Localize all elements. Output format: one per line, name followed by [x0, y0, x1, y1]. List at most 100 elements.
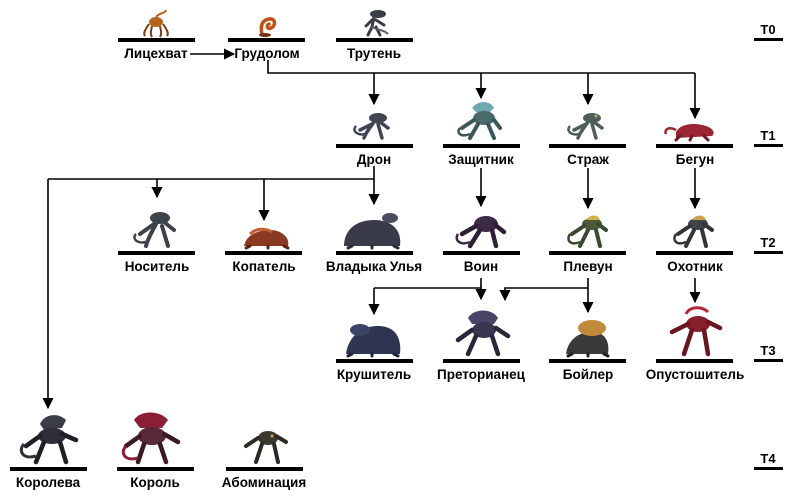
tier-underline [754, 144, 783, 147]
platform-bar [10, 467, 87, 471]
node-label: Воин [464, 259, 498, 274]
platform-bar [226, 467, 303, 471]
tier-t2: T2 [754, 235, 783, 254]
node-label: Преторианец [437, 367, 526, 382]
node-label: Бойлер [563, 367, 613, 382]
praetorian-icon [455, 310, 511, 357]
platform-bar [549, 144, 626, 148]
node-label: Опустошитель [646, 367, 745, 382]
node-label: Абоминация [222, 475, 306, 490]
platform-bar [656, 144, 733, 148]
node-chestburster[interactable]: Грудолом [228, 17, 305, 61]
node-lurker[interactable]: Охотник [656, 215, 733, 275]
tier-label: T0 [760, 22, 775, 37]
node-spitter[interactable]: Плевун [549, 215, 626, 275]
node-label: Дрон [357, 152, 391, 167]
node-defender[interactable]: Защитник [443, 102, 520, 167]
node-label: Трутень [347, 46, 401, 61]
node-abomination[interactable]: Абоминация [222, 431, 306, 490]
platform-bar [656, 251, 733, 255]
node-drone[interactable]: Дрон [336, 113, 413, 167]
nodes: Лицехват Грудолом Трутень [10, 9, 745, 491]
node-king[interactable]: Король [117, 412, 194, 491]
tier-t4: T4 [754, 451, 783, 470]
node-label: Страж [567, 152, 609, 167]
node-ravager[interactable]: Опустошитель [646, 306, 745, 382]
tier-label: T1 [760, 128, 775, 143]
ravager-icon [669, 306, 723, 357]
tier-label: T4 [760, 451, 776, 466]
node-label: Владыка Улья [326, 259, 422, 274]
platform-bar [225, 251, 302, 255]
lurker-icon [673, 215, 714, 248]
edge-drone-bus [48, 166, 375, 180]
tier-underline [754, 359, 783, 362]
node-boiler[interactable]: Бойлер [549, 320, 626, 382]
node-label: Защитник [448, 152, 514, 167]
platform-bar [336, 144, 413, 148]
platform-bar [443, 251, 520, 255]
drone-icon [353, 113, 390, 140]
node-queen[interactable]: Королева [10, 415, 87, 490]
facehugger-icon [143, 9, 169, 38]
node-burrower[interactable]: Копатель [225, 227, 302, 274]
tier-label: T2 [760, 235, 775, 250]
runner-icon [664, 124, 714, 142]
warrior-icon [455, 216, 507, 249]
node-label: Копатель [232, 259, 295, 274]
node-label: Охотник [667, 259, 723, 274]
node-hivelord[interactable]: Владыка Улья [326, 213, 422, 274]
node-runner[interactable]: Бегун [656, 124, 733, 167]
carrier-icon [133, 212, 176, 248]
node-sentinel[interactable]: Страж [549, 113, 626, 167]
node-label: Бегун [676, 152, 715, 167]
queen-icon [19, 415, 79, 465]
tier-label: T3 [760, 343, 775, 358]
node-facehugger[interactable]: Лицехват [118, 9, 195, 61]
abomination-icon [244, 431, 288, 464]
node-carrier[interactable]: Носитель [118, 212, 195, 274]
platform-bar [336, 38, 413, 42]
node-label: Королева [16, 475, 81, 490]
tier-t1: T1 [754, 128, 783, 147]
crusher-icon [346, 324, 401, 358]
tier-underline [754, 38, 783, 41]
platform-bar [549, 251, 626, 255]
node-label: Лицехват [124, 46, 188, 61]
burrower-icon [244, 227, 290, 250]
tier-underline [754, 467, 783, 470]
node-label: Носитель [125, 259, 190, 274]
spitter-icon [567, 215, 608, 248]
platform-bar [443, 359, 520, 363]
chestburster-icon [259, 17, 277, 37]
tier-t3: T3 [754, 343, 783, 362]
node-label: Плевун [563, 259, 612, 274]
hivelord-icon [344, 213, 401, 250]
boiler-icon [566, 320, 610, 358]
platform-bar [228, 38, 305, 42]
node-warrior[interactable]: Воин [443, 216, 520, 274]
platform-bar [443, 144, 520, 148]
edge-warrior-bus [374, 278, 482, 289]
node-label: Крушитель [337, 367, 411, 382]
tier-underline [754, 251, 783, 254]
edge-chestburster-bus [267, 60, 695, 74]
platform-bar [117, 467, 194, 471]
larva-icon [364, 10, 389, 37]
tier-t0: T0 [754, 22, 783, 41]
platform-bar [118, 38, 195, 42]
node-praetorian[interactable]: Преторианец [437, 310, 526, 383]
king-icon [121, 412, 181, 465]
platform-bar [656, 359, 733, 363]
node-crusher[interactable]: Крушитель [336, 324, 413, 382]
sentinel-icon [567, 113, 604, 140]
platform-bar [336, 359, 413, 363]
platform-bar [549, 359, 626, 363]
node-drone-larva[interactable]: Трутень [336, 10, 413, 61]
node-label: Король [130, 475, 180, 490]
platform-bar [118, 251, 195, 255]
edges [42, 48, 701, 410]
edge-spitter-bus [499, 278, 589, 302]
